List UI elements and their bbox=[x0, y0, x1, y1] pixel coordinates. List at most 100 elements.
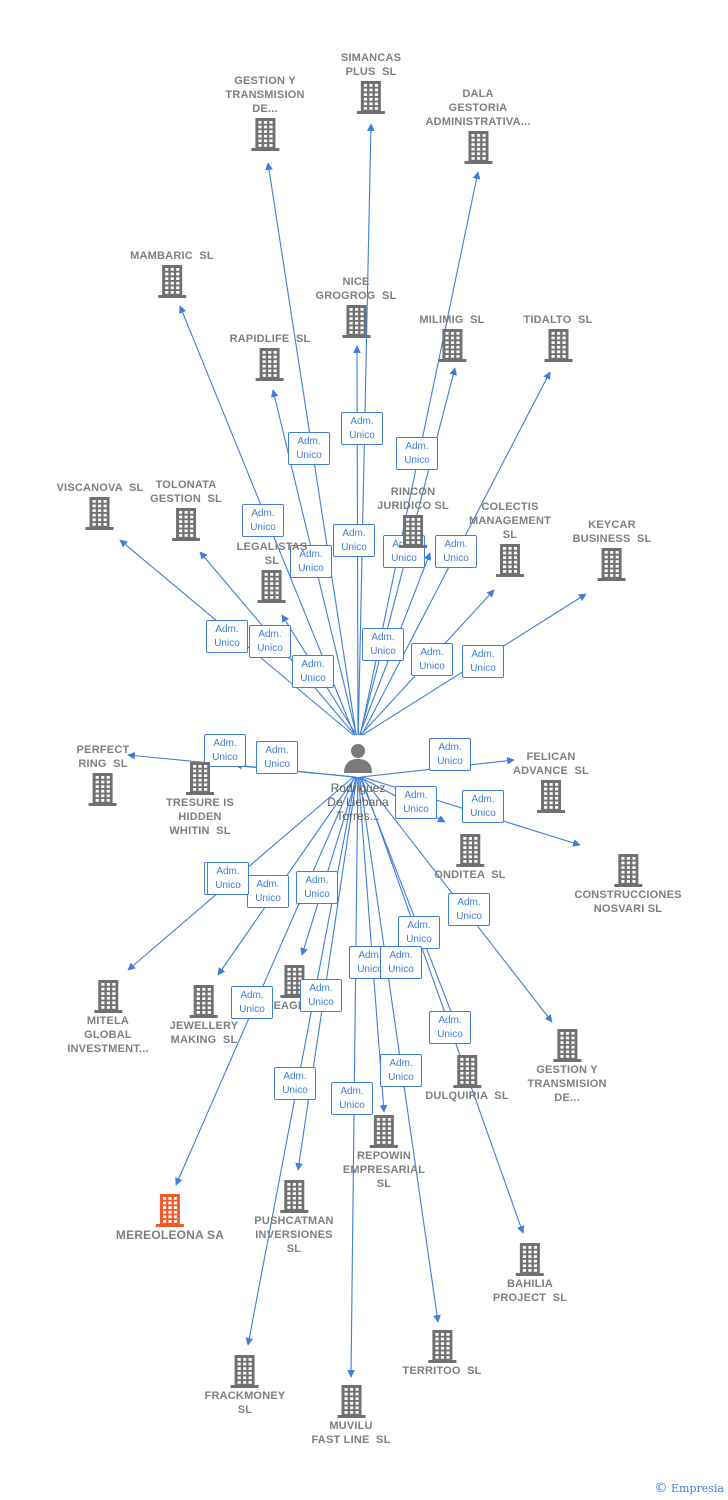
center-person-label: Rodriguez De Liebana Torres... bbox=[327, 781, 389, 823]
company-node-tolonata-gestion[interactable]: TOLONATA GESTION SL bbox=[150, 478, 222, 542]
company-label: FRACKMONEY SL bbox=[204, 1390, 286, 1416]
role-badge-colectis-management[interactable]: Adm. Unico bbox=[411, 643, 453, 676]
company-node-territoo[interactable]: TERRITOO SL bbox=[402, 1328, 481, 1378]
company-label: FELICAN ADVANCE SL bbox=[513, 751, 589, 777]
role-badge-frackmoney[interactable]: Adm. Unico bbox=[300, 979, 342, 1012]
company-node-tresure-is-hidden[interactable]: TRESURE IS HIDDEN WHITIN SL bbox=[166, 760, 234, 838]
company-node-perfect-ring[interactable]: PERFECT RING SL bbox=[77, 743, 130, 807]
role-badge-nice-grogrog[interactable]: Adm. Unico bbox=[333, 524, 375, 557]
role-badge-muvilu-fast-line[interactable]: Adm. Unico bbox=[331, 1082, 373, 1115]
company-node-gestion-y-transmision-bottom[interactable]: GESTION Y TRANSMISION DE... bbox=[527, 1027, 606, 1105]
role-badge-jewellery-making[interactable]: Adm. Unico bbox=[247, 875, 289, 908]
company-node-keycar-business[interactable]: KEYCAR BUSINESS SL bbox=[573, 518, 652, 582]
edge-repowin-empresarial bbox=[357, 776, 388, 1113]
role-badge-tidalto[interactable]: Adm. Unico bbox=[435, 535, 477, 568]
company-label: DULQUIRIA SL bbox=[425, 1090, 509, 1102]
company-label: LEGALISTAS SL bbox=[236, 541, 308, 567]
company-label: MEREOLEONA SA bbox=[115, 1228, 225, 1242]
company-label: VISCANOVA SL bbox=[56, 482, 144, 494]
company-label: TOLONATA GESTION SL bbox=[150, 479, 222, 505]
building-icon bbox=[185, 762, 214, 795]
company-label: MUVILU FAST LINE SL bbox=[311, 1420, 391, 1446]
role-badge-repowin-empresarial[interactable]: Adm. Unico bbox=[380, 1054, 422, 1087]
role-badge-dulquiria[interactable]: Adm. Unico bbox=[398, 916, 440, 949]
company-node-construcciones-nosvari[interactable]: CONSTRUCCIONES NOSVARI SL bbox=[574, 852, 681, 916]
building-icon bbox=[496, 544, 524, 577]
role-badge-mambaric[interactable]: Adm. Unico bbox=[242, 504, 284, 537]
building-icon bbox=[231, 1355, 259, 1388]
company-node-felican-advance[interactable]: FELICAN ADVANCE SL bbox=[513, 750, 589, 814]
role-badge-pushcatman-inversiones[interactable]: Adm. Unico bbox=[274, 1067, 316, 1100]
role-badge-simancas-plus[interactable]: Adm. Unico bbox=[341, 412, 383, 445]
building-icon bbox=[463, 131, 492, 164]
brand-footer: © Empresia bbox=[655, 1481, 725, 1496]
company-node-mereoleona[interactable]: MEREOLEONA SA bbox=[116, 1192, 224, 1242]
company-node-legalistas[interactable]: LEGALISTAS SL bbox=[237, 540, 308, 604]
role-badge-gestion-y-transmision-bottom[interactable]: Adm. Unico bbox=[448, 893, 490, 926]
company-node-rapidlife[interactable]: RAPIDLIFE SL bbox=[230, 332, 311, 382]
company-node-dulquiria[interactable]: DULQUIRIA SL bbox=[425, 1053, 509, 1103]
role-badge-gestion-y-transmision-top[interactable]: Adm. Unico bbox=[288, 432, 330, 465]
role-badge-construcciones-nosvari[interactable]: Adm. Unico bbox=[462, 790, 504, 823]
building-icon bbox=[515, 1243, 544, 1276]
role-badge-extra-0[interactable]: Adm. Unico bbox=[207, 862, 249, 895]
company-node-mambaric[interactable]: MAMBARIC SL bbox=[130, 249, 214, 299]
company-label: NICE GROGROG SL bbox=[315, 276, 397, 302]
role-badge-rincon-juridico[interactable]: Adm. Unico bbox=[362, 628, 404, 661]
company-label: CONSTRUCCIONES NOSVARI SL bbox=[574, 889, 682, 915]
building-icon bbox=[614, 854, 642, 887]
edge-eagle bbox=[300, 776, 358, 956]
building-icon bbox=[536, 780, 565, 813]
company-node-tidalto[interactable]: TIDALTO SL bbox=[523, 313, 592, 363]
company-node-muvilu-fast-line[interactable]: MUVILU FAST LINE SL bbox=[312, 1383, 391, 1447]
role-badge-viscanova[interactable]: Adm. Unico bbox=[206, 620, 248, 653]
role-badge-tolonata-gestion[interactable]: Adm. Unico bbox=[249, 625, 291, 658]
company-node-simancas-plus[interactable]: SIMANCAS PLUS SL bbox=[341, 51, 401, 115]
company-node-colectis-management[interactable]: COLECTIS MANAGEMENT SL bbox=[469, 500, 551, 578]
company-node-rincon-juridico[interactable]: RINCON JURIDICO SL bbox=[377, 485, 449, 549]
company-label: TERRITOO SL bbox=[402, 1365, 482, 1377]
role-badge-bahilia-project[interactable]: Adm. Unico bbox=[429, 1011, 471, 1044]
role-badge-rapidlife[interactable]: Adm. Unico bbox=[290, 545, 332, 578]
company-node-dala-gestoria[interactable]: DALA GESTORIA ADMINISTRATIVA... bbox=[425, 87, 530, 165]
building-icon bbox=[280, 965, 308, 998]
company-node-milimig[interactable]: MILIMIG SL bbox=[419, 313, 484, 363]
building-icon bbox=[280, 1180, 308, 1213]
company-node-gestion-y-transmision-top[interactable]: GESTION Y TRANSMISION DE... bbox=[225, 74, 304, 152]
building-icon bbox=[427, 1330, 456, 1363]
role-badge-onditea[interactable]: Adm. Unico bbox=[395, 786, 437, 819]
building-icon bbox=[155, 1194, 184, 1227]
role-badge-keycar-business[interactable]: Adm. Unico bbox=[462, 645, 504, 678]
role-badge-mereoleona[interactable]: Adm. Unico bbox=[231, 986, 273, 1019]
role-badge-dala-gestoria[interactable]: Adm. Unico bbox=[396, 437, 438, 470]
company-node-nice-grogrog[interactable]: NICE GROGROG SL bbox=[315, 275, 396, 339]
company-node-pushcatman-inversiones[interactable]: PUSHCATMAN INVERSIONES SL bbox=[254, 1178, 334, 1256]
company-node-frackmoney[interactable]: FRACKMONEY SL bbox=[205, 1353, 286, 1417]
role-badge-extra-1[interactable]: Adm. Unico bbox=[380, 946, 422, 979]
company-label: PERFECT RING SL bbox=[76, 744, 130, 770]
building-icon bbox=[172, 508, 200, 541]
role-badge-tresure-is-hidden[interactable]: Adm. Unico bbox=[256, 741, 298, 774]
role-badge-legalistas[interactable]: Adm. Unico bbox=[292, 655, 334, 688]
company-node-jewellery-making[interactable]: JEWELLERY MAKING SL bbox=[170, 983, 239, 1047]
building-icon bbox=[89, 773, 117, 806]
company-node-mitela-global[interactable]: MITELA GLOBAL INVESTMENT... bbox=[67, 978, 149, 1056]
edge-frackmoney bbox=[245, 776, 357, 1346]
building-icon bbox=[257, 570, 286, 603]
company-node-onditea[interactable]: ONDITEA SL bbox=[434, 832, 506, 882]
company-label: REPOWIN EMPRESARIAL SL bbox=[342, 1150, 426, 1190]
company-node-viscanova[interactable]: VISCANOVA SL bbox=[57, 481, 144, 531]
building-icon bbox=[369, 1115, 398, 1148]
center-person[interactable] bbox=[333, 740, 383, 779]
building-icon bbox=[190, 985, 218, 1018]
company-node-repowin-empresarial[interactable]: REPOWIN EMPRESARIAL SL bbox=[343, 1113, 425, 1191]
building-icon bbox=[357, 81, 385, 114]
company-label: PUSHCATMAN INVERSIONES SL bbox=[254, 1215, 334, 1255]
role-badge-felican-advance[interactable]: Adm. Unico bbox=[429, 738, 471, 771]
role-badge-perfect-ring[interactable]: Adm. Unico bbox=[204, 734, 246, 767]
building-icon bbox=[399, 515, 427, 548]
building-icon bbox=[456, 834, 484, 867]
company-node-bahilia-project[interactable]: BAHILIA PROJECT SL bbox=[493, 1241, 567, 1305]
role-badge-eagle[interactable]: Adm. Unico bbox=[296, 871, 338, 904]
